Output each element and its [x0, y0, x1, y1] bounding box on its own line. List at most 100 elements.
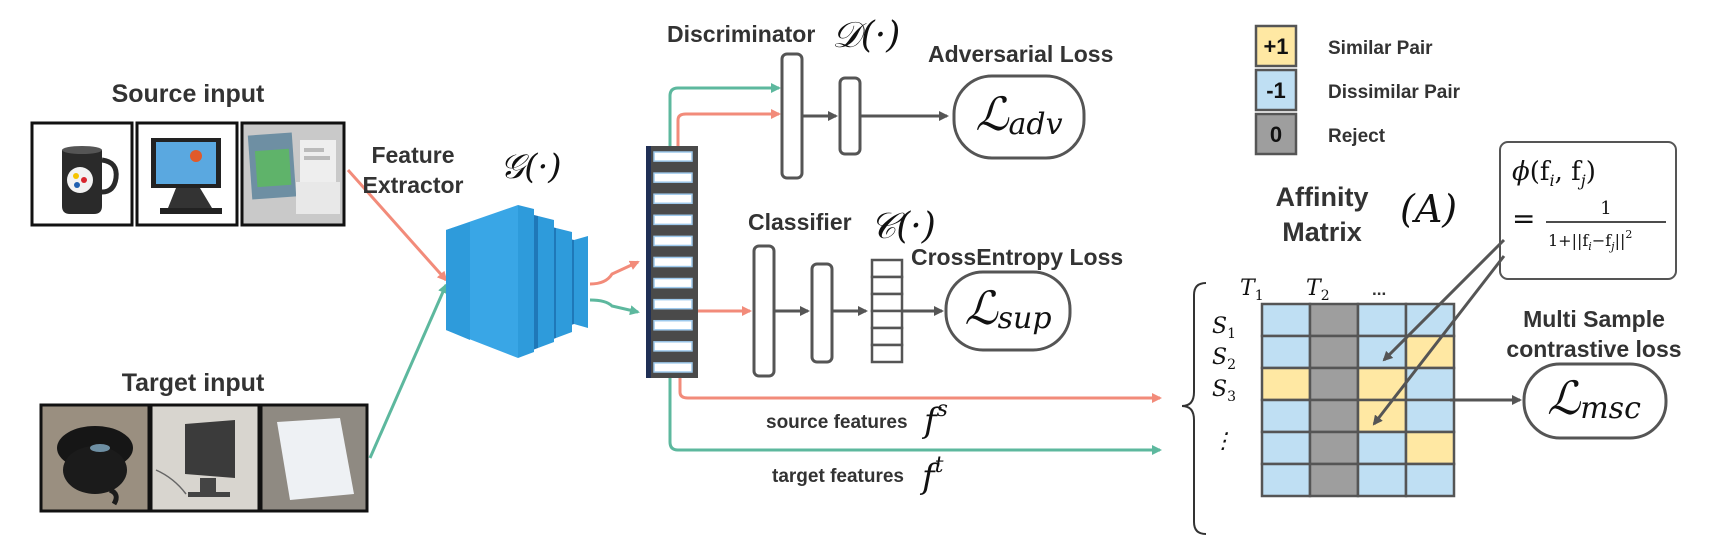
- adversarial-loss-title: Adversarial Loss: [928, 41, 1113, 67]
- target-features-label: target features: [772, 466, 904, 487]
- affinity-row-header: S1: [1212, 314, 1236, 342]
- affinity-cell: [1260, 398, 1312, 434]
- legend-value: -1: [1266, 78, 1286, 103]
- classifier-symbol: 𝒞(·): [870, 206, 936, 247]
- formula-phi: ϕ(fi, fj): [1512, 157, 1596, 190]
- feature-vector-cell: [653, 319, 693, 331]
- affinity-cell: [1260, 302, 1312, 338]
- source-to-extractor-arrow: [346, 169, 448, 282]
- feature-extractor-block: [446, 205, 588, 358]
- affinity-cell: [1404, 398, 1456, 434]
- affinity-cell: [1260, 430, 1312, 466]
- adversarial-loss-symbol: ℒadv: [975, 87, 1062, 142]
- feature-vector-edge: [646, 146, 651, 378]
- formula-denominator: 1+||fi−fj||2: [1548, 228, 1632, 253]
- classifier-output-cell: [870, 343, 904, 364]
- feature-vector-cell: [653, 256, 693, 268]
- affinity-cell: [1260, 334, 1312, 370]
- feature-vector-cell: [653, 214, 693, 226]
- extractor-label-line1: Feature: [371, 142, 454, 168]
- affinity-cell: [1356, 366, 1408, 402]
- affinity-cell: [1404, 430, 1456, 466]
- source-features-arrow: [678, 378, 1162, 403]
- feature-vector-cell: [653, 193, 693, 205]
- source-image-folder: [240, 121, 346, 227]
- affinity-cell: [1308, 334, 1360, 370]
- source-input-title: Source input: [112, 80, 265, 108]
- affinity-cell: [1308, 366, 1360, 402]
- classifier-label: Classifier: [748, 209, 852, 235]
- discriminator-label: Discriminator: [667, 21, 815, 47]
- affinity-cell: [1404, 462, 1456, 498]
- classifier-layer-2: [810, 262, 834, 364]
- affinity-row-header: S2: [1212, 345, 1236, 373]
- source-features-symbol: fs: [921, 397, 948, 441]
- legend-value: +1: [1263, 34, 1288, 59]
- source-image-monitor: [135, 121, 239, 227]
- msc-loss-symbol: ℒmsc: [1547, 371, 1641, 426]
- legend-swatch: [1254, 68, 1298, 112]
- legend-label: Similar Pair: [1328, 38, 1433, 59]
- feature-vector-cell: [653, 151, 693, 162]
- affinity-row-header: S3: [1212, 377, 1236, 405]
- affinity-cell: [1356, 302, 1408, 338]
- target-image-paper: [259, 403, 369, 513]
- formula-numerator: 1: [1600, 198, 1611, 219]
- affinity-col-header: T2: [1306, 276, 1330, 304]
- feature-vector-cell: [653, 172, 693, 183]
- discriminator-symbol: 𝒟(·): [832, 15, 900, 56]
- affinity-cell: [1308, 462, 1360, 498]
- legend-value: 0: [1270, 122, 1282, 147]
- crossentropy-loss-symbol: ℒsup: [964, 281, 1051, 336]
- discriminator-layer-2: [838, 76, 862, 156]
- target-features-arrow: [668, 378, 1162, 455]
- source-features-label: source features: [766, 412, 908, 433]
- feature-vector-cell: [653, 235, 693, 247]
- affinity-col-header: T1: [1240, 276, 1264, 304]
- classifier-output-cell: [870, 258, 904, 279]
- feature-vector-cell: [653, 362, 693, 373]
- formula-equals: =: [1512, 202, 1535, 235]
- msc-title-line2: contrastive loss: [1506, 336, 1681, 362]
- affinity-title-line1: Affinity: [1276, 182, 1369, 212]
- features-to-discriminator-target-arrow: [668, 83, 781, 146]
- features-to-discriminator-source-arrow: [676, 109, 781, 146]
- target-input-title: Target input: [122, 369, 265, 397]
- classifier-output-layer: [870, 258, 904, 364]
- crossentropy-loss-title: CrossEntropy Loss: [911, 244, 1123, 270]
- target-to-extractor-arrow: [368, 283, 448, 459]
- affinity-row-header: ⋮: [1212, 429, 1234, 454]
- affinity-cell: [1308, 398, 1360, 434]
- affinity-cell: [1356, 430, 1408, 466]
- legend-label: Reject: [1328, 126, 1386, 147]
- formula-arrow-2: [1372, 255, 1506, 426]
- extractor-to-features-target-arrow: [589, 298, 640, 316]
- msc-loss-box: [1522, 362, 1668, 440]
- affinity-title-line2: Matrix: [1282, 217, 1362, 247]
- formula-arrow-1: [1382, 238, 1506, 362]
- affinity-cell: [1260, 462, 1312, 498]
- msc-title-line1: Multi Sample: [1523, 306, 1665, 332]
- legend-swatch: [1254, 24, 1298, 68]
- affinity-cell: [1356, 462, 1408, 498]
- legend: +1 Similar Pair -1 Dissimilar Pair 0 Reject: [1254, 24, 1461, 156]
- affinity-cell: [1308, 430, 1360, 466]
- affinity-cell: [1308, 302, 1360, 338]
- classifier-layer-1: [752, 244, 776, 378]
- affinity-symbol: (A): [1400, 187, 1457, 231]
- classifier-output-cell: [870, 309, 904, 330]
- feature-vector: [646, 146, 698, 378]
- affinity-matrix: [1260, 302, 1456, 498]
- formula-box: [1499, 141, 1677, 280]
- affinity-cell: [1356, 334, 1408, 370]
- classifier-output-cell: [870, 326, 904, 347]
- extractor-label-line2: Extractor: [363, 172, 464, 198]
- affinity-col-header: ...: [1372, 280, 1386, 299]
- target-image-monitor: [149, 403, 261, 513]
- classifier-output-cell: [870, 292, 904, 313]
- legend-swatch: [1254, 112, 1298, 156]
- extractor-to-features-source-arrow: [589, 260, 640, 286]
- legend-label: Dissimilar Pair: [1328, 82, 1461, 103]
